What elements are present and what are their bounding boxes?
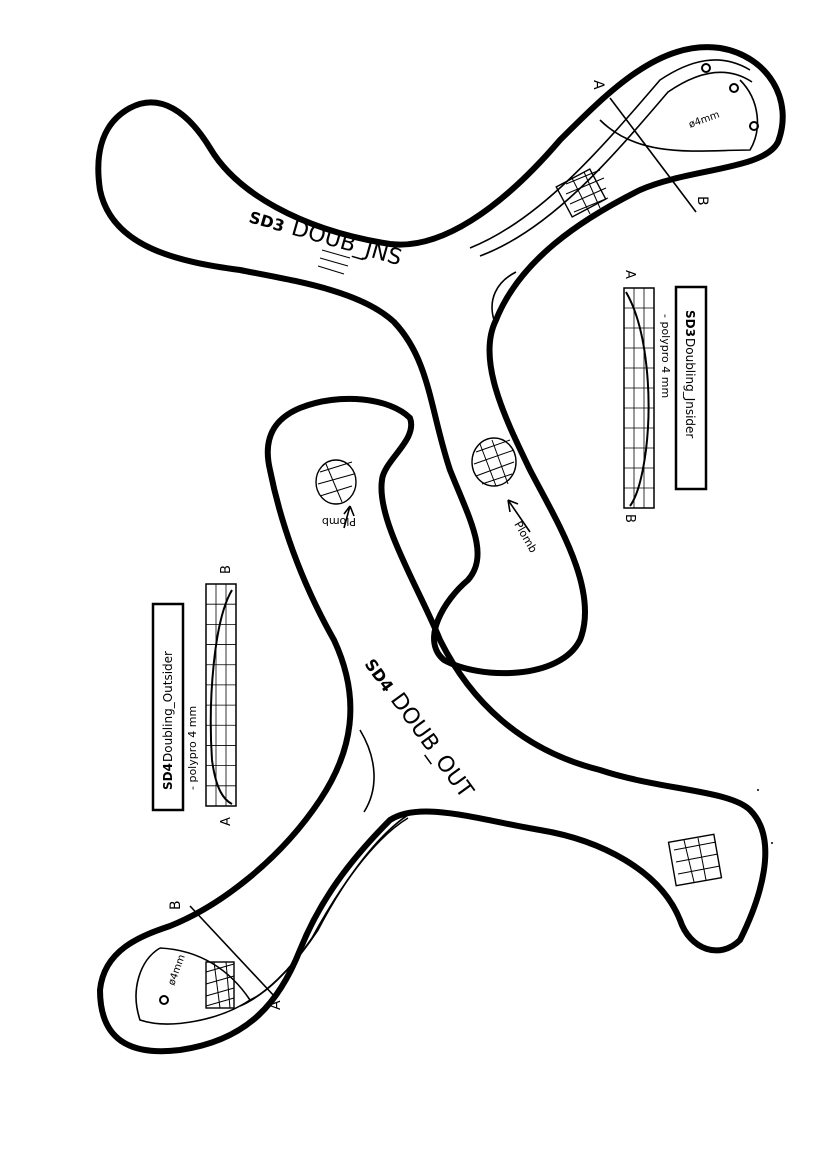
sd3-label-title-name: Doubling_Jnsider	[683, 338, 697, 438]
sd3-bevel-line-inner	[479, 71, 753, 257]
sd4-section-line	[189, 905, 277, 999]
sd3-hole-2	[729, 83, 739, 93]
sd3-profile-end-label: B	[622, 514, 637, 523]
sd3-stamp-name: DOUB_JNS	[289, 216, 405, 271]
sd3-label-title-code: SD3	[683, 310, 697, 337]
sd4-weight-patch-tip	[205, 961, 235, 1009]
sd3-weight-patch-elbow	[471, 437, 517, 487]
sd3-profile-grid: A B	[622, 270, 655, 523]
sd4-profile-grid: A B	[205, 565, 237, 826]
sd4-tip-inner-line	[135, 947, 252, 1025]
sd4-stamp-code: SD4	[361, 655, 397, 695]
sd3-hole-1	[701, 63, 711, 73]
sd4-label-subtitle: - polypro 4 mm	[186, 706, 199, 790]
sd3-section-end-label: B	[694, 196, 710, 206]
sd3-section-start-label: A	[590, 80, 606, 90]
sd3-stamp-hatch	[317, 249, 351, 275]
sd3-weight-patch-tip	[555, 168, 609, 218]
sd3-weight-arrow	[507, 499, 531, 533]
sd4-elbow-inner-line	[359, 729, 375, 813]
sd3-outline	[95, 44, 786, 677]
sd4-profile-end-label: B	[219, 565, 234, 574]
sd3-label-box: SD3 Doubling_Jnsider - polypro 4 mm	[659, 285, 708, 491]
sd3-hole-note: ø4mm	[687, 109, 721, 130]
sd4-hole-1	[159, 995, 169, 1005]
sd4-weight-patch-right-tip	[667, 833, 723, 887]
sd4-profile-start-label: A	[219, 817, 234, 826]
speck-1	[757, 789, 759, 791]
sd3-tip-inner-line	[599, 79, 759, 152]
sd3-weight-note: Plomb	[511, 519, 539, 555]
sd3-bevel-line-outer	[469, 59, 751, 249]
sd4-weight-arrow	[343, 505, 355, 529]
sd4-profile-curve	[209, 589, 233, 805]
sd3-profile-start-label: A	[622, 270, 637, 279]
sd4-section-start-label: A	[268, 1000, 284, 1010]
sd4-outline	[97, 395, 769, 1055]
sd3-hole-3	[749, 121, 759, 131]
sd3-section-line	[609, 97, 697, 213]
sd4-label-box: SD4 Doubling_Outsider - polypro 4 mm	[151, 602, 199, 812]
sd4-hole-note: ø4mm	[166, 953, 187, 987]
speck-2	[771, 842, 773, 844]
sd4-stamp-name: DOUB_OUT	[385, 688, 478, 803]
sd4-weight-patch-upper	[315, 459, 357, 505]
sd4-section-end-label: B	[168, 900, 184, 910]
sd4-weight-note: Plomb	[322, 515, 356, 528]
sd4-boomerang: A B ø4mm Plomb SD4 DOUB_OUT	[97, 395, 769, 1055]
sd4-label-title-code: SD4	[161, 763, 175, 790]
sd3-label-subtitle: - polypro 4 mm	[659, 314, 672, 398]
sd4-bevel-line-outer	[249, 809, 417, 1001]
sd3-profile-curve	[625, 291, 650, 507]
sd3-boomerang: A B ø4mm Plomb SD3 DOUB_JNS	[95, 44, 786, 677]
sd4-bevel-line-inner	[239, 817, 409, 1007]
sd3-elbow-inner-line	[491, 271, 517, 321]
sd4-label-title-name: Doubling_Outsider	[161, 651, 175, 762]
